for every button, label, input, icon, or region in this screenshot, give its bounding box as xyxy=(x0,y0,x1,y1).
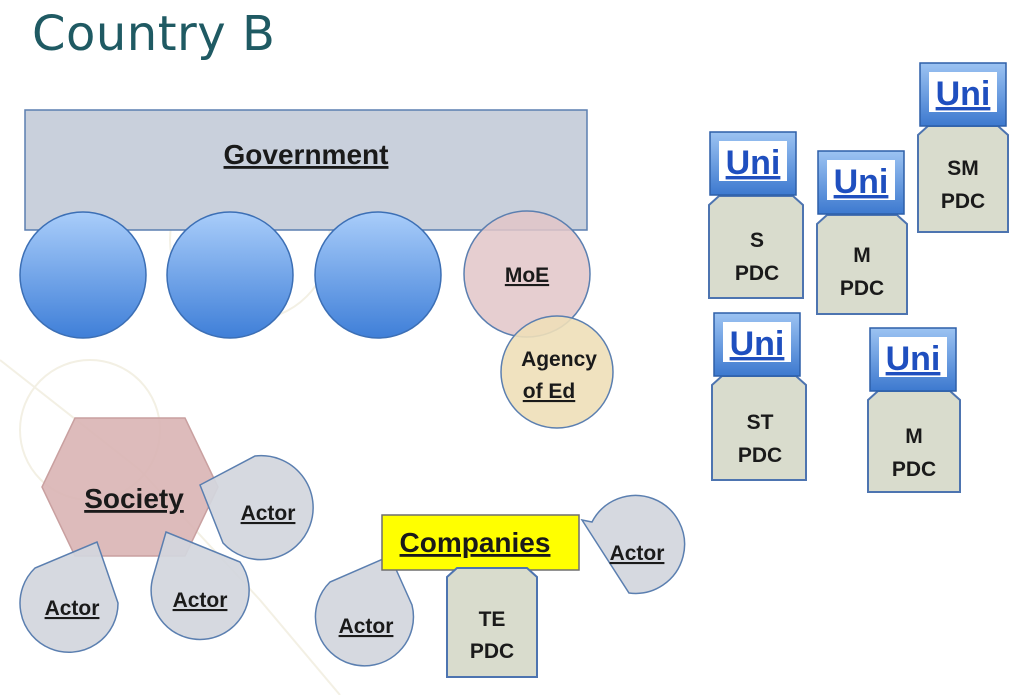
actor-shape: Actor xyxy=(150,530,250,641)
government-body-circle-2 xyxy=(166,211,294,339)
agency-circle: Agency of Ed xyxy=(500,315,614,429)
uni-tab: Uni xyxy=(919,62,1007,127)
pdc-line1: M xyxy=(853,244,871,267)
actor-label: Actor xyxy=(45,597,100,620)
pdc-block: SM PDC xyxy=(917,125,1009,233)
companies-label: Companies xyxy=(400,527,551,558)
uni-label: Uni xyxy=(936,75,991,113)
uni-label: Uni xyxy=(886,340,941,378)
actor-label: Actor xyxy=(339,615,394,638)
pdc-line1: SM xyxy=(947,157,979,180)
actor-shape: Actor xyxy=(19,540,119,653)
pdc-line2: PDC xyxy=(738,444,782,467)
pdc-line1: S xyxy=(750,229,764,252)
uni-label: Uni xyxy=(726,144,781,182)
moe-circle: MoE xyxy=(463,210,591,338)
te-pdc-line2: PDC xyxy=(470,640,514,663)
pdc-block: M PDC xyxy=(816,214,908,315)
agency-label-line2: of Ed xyxy=(523,380,576,403)
moe-label: MoE xyxy=(505,264,549,287)
society-hexagon: Society xyxy=(41,417,219,557)
actor-shape: Actor xyxy=(314,555,415,667)
te-pdc-line1: TE xyxy=(479,608,506,631)
uni-tab: Uni xyxy=(817,150,905,215)
agency-label-line1: Agency xyxy=(521,348,597,371)
pdc-line1: ST xyxy=(747,411,774,434)
pdc-block: M PDC xyxy=(867,390,961,493)
pdc-block: ST PDC xyxy=(711,375,807,481)
page-title: Country B xyxy=(32,6,276,62)
society-label: Society xyxy=(84,483,184,514)
actor-label: Actor xyxy=(173,589,228,612)
pdc-line2: PDC xyxy=(892,458,936,481)
government-label: Government xyxy=(224,139,389,170)
uni-label: Uni xyxy=(730,325,785,363)
pdc-line2: PDC xyxy=(840,277,884,300)
actor-label: Actor xyxy=(241,502,296,525)
actor-shape: Actor xyxy=(580,494,686,595)
government-body-circle-1 xyxy=(19,211,147,339)
government-body-circle-3 xyxy=(314,211,442,339)
uni-tab: Uni xyxy=(869,327,957,392)
uni-label: Uni xyxy=(834,163,889,201)
pdc-line2: PDC xyxy=(735,262,779,285)
uni-tab: Uni xyxy=(709,131,797,196)
pdc-line2: PDC xyxy=(941,190,985,213)
pdc-block: S PDC xyxy=(708,195,804,299)
companies-box: Companies xyxy=(381,514,580,571)
pdc-line1: M xyxy=(905,425,923,448)
actor-label: Actor xyxy=(610,542,665,565)
government-box: Government xyxy=(24,109,588,231)
uni-tab: Uni xyxy=(713,312,801,377)
actor-shape: Actor xyxy=(199,454,314,561)
te-pdc-block: TE PDC xyxy=(446,567,538,678)
